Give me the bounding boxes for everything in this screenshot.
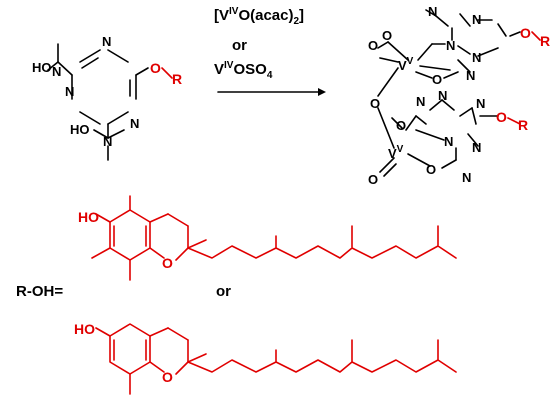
complex-n-2d: N: [444, 134, 453, 149]
roh-label: R-OH=: [16, 283, 63, 300]
complex-n-2c: N: [476, 96, 485, 111]
complex-o-2a: O: [396, 118, 406, 133]
complex-lower-unit: [379, 99, 521, 177]
reagent-2: VIVOSO4: [214, 60, 273, 81]
complex-n-2b: N: [438, 88, 447, 103]
complex-n-2a: N: [416, 94, 425, 109]
tocopherol-alpha-o: O: [162, 255, 173, 271]
complex-o-1a: O: [382, 28, 392, 43]
complex-n-1e: N: [466, 68, 475, 83]
complex-o-ether-2: O: [496, 109, 507, 125]
complex-o-1b: O: [432, 72, 442, 87]
complex-n-2f: N: [462, 170, 471, 185]
complex-upper-unit: [377, 9, 541, 79]
tocopherol-alpha: [91, 195, 457, 281]
atom-o-ether: O: [150, 60, 161, 76]
tocopherol-or: or: [216, 283, 231, 300]
complex-n-1d: N: [472, 50, 481, 65]
ligand-structure: [47, 43, 173, 161]
atom-n-top: N: [102, 34, 111, 49]
atom-ho-2: HO: [70, 122, 90, 137]
complex-o-2b: O: [426, 162, 436, 177]
reaction-arrow: [217, 88, 326, 96]
complex-v-1: VV: [398, 56, 414, 73]
tocopherol-delta-o: O: [162, 369, 173, 385]
atom-n-left: N: [65, 84, 74, 99]
atom-n-ho-1: N: [52, 64, 61, 79]
atom-n-right: N: [130, 116, 139, 131]
atom-ho-1: HO: [32, 60, 52, 75]
complex-o-oxo-2: O: [368, 172, 378, 187]
tocopherol-alpha-ho: HO: [78, 209, 99, 225]
complex-o-oxo-1: O: [368, 38, 378, 53]
atom-r: R: [172, 71, 182, 87]
atom-n-ho-2: N: [103, 134, 112, 149]
complex-n-1b: N: [446, 38, 455, 53]
reagent-or: or: [232, 37, 247, 54]
reagent-1: [VIVO(acac)2]: [214, 6, 304, 27]
complex-r-1: R: [540, 33, 550, 49]
complex-n-2e: N: [472, 140, 481, 155]
complex-n-1a: N: [428, 4, 437, 19]
complex-o-ether-1: O: [520, 25, 531, 41]
complex-n-1c: N: [472, 12, 481, 27]
complex-o-bridge: O: [370, 96, 380, 111]
tocopherol-delta: [95, 323, 457, 395]
complex-v-2: VV: [388, 144, 404, 161]
tocopherol-delta-ho: HO: [74, 321, 95, 337]
complex-r-2: R: [518, 117, 528, 133]
